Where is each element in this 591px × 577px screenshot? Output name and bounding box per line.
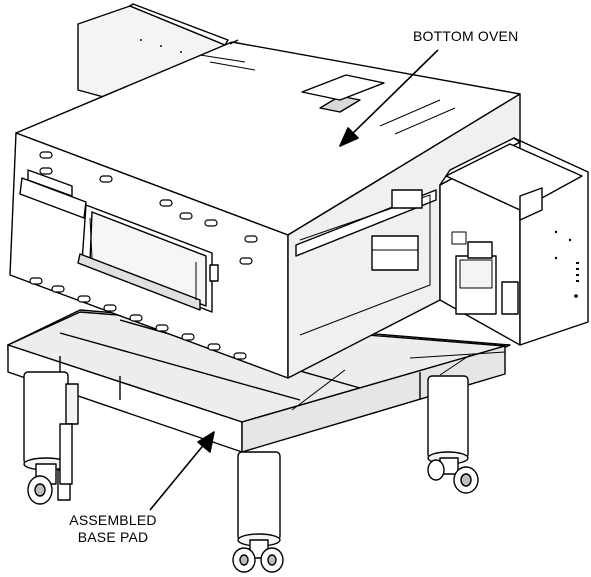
model-badge bbox=[19, 169, 87, 219]
conveyor-window bbox=[77, 204, 219, 313]
control-box bbox=[439, 137, 589, 346]
label-base-pad-line1: ASSEMBLED bbox=[69, 512, 157, 528]
legs bbox=[23, 371, 479, 573]
label-assembled-base-pad: ASSEMBLED BASE PAD bbox=[48, 512, 178, 546]
callout-arrow-base-pad bbox=[149, 431, 215, 511]
label-base-pad-line2: BASE PAD bbox=[77, 529, 149, 545]
vent-slots bbox=[29, 151, 258, 360]
label-bottom-oven: BOTTOM OVEN bbox=[413, 28, 519, 44]
callout-arrow-bottom-oven bbox=[339, 49, 439, 147]
